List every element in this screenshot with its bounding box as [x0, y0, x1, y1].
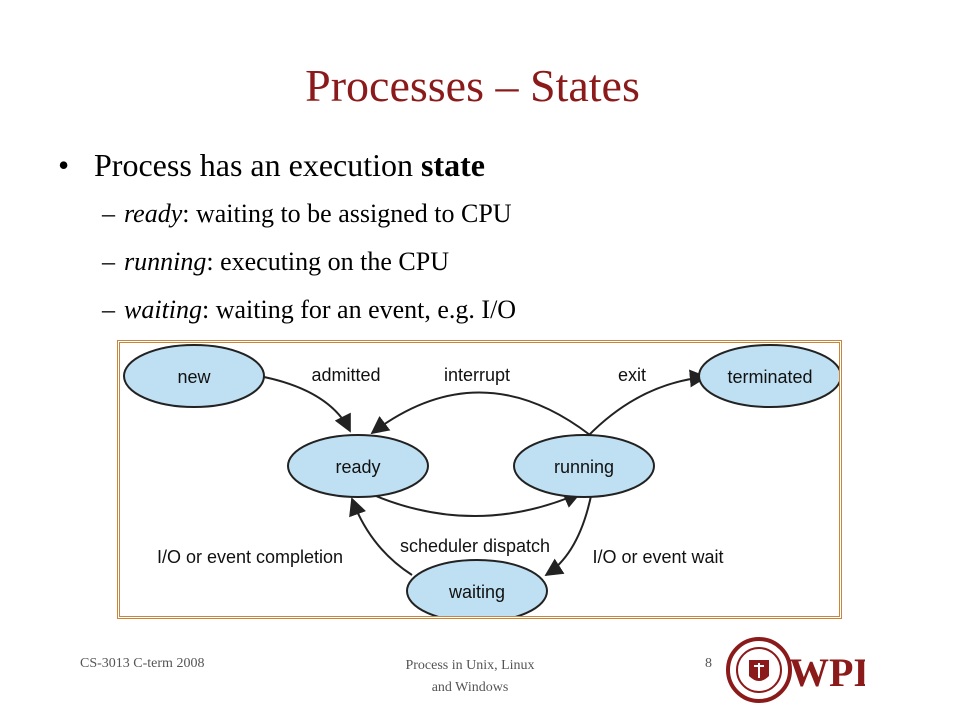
sub-item-term: ready [124, 199, 183, 228]
main-bullet: • Process has an execution state [58, 144, 485, 186]
transition-io-wait-label: I/O or event wait [592, 547, 723, 567]
sub-item-dash: – [102, 295, 115, 324]
footer-topic-line1: Process in Unix, Linux [405, 658, 535, 673]
arrow-exit [587, 369, 708, 437]
sub-item-text: : waiting for an event, e.g. I/O [202, 295, 517, 324]
sub-item-dash: – [102, 247, 115, 276]
sub-item-text: : executing on the CPU [206, 247, 449, 276]
state-running-label: running [554, 457, 614, 477]
state-diagram-canvas: new terminated ready running waiting adm… [123, 344, 839, 616]
sub-item-term: waiting [124, 295, 203, 324]
transition-interrupt-label: interrupt [444, 365, 510, 385]
transition-io-completion-label: I/O or event completion [157, 547, 343, 567]
state-ready [287, 434, 429, 498]
arrow-io-completion [349, 497, 413, 576]
state-ready-label: ready [335, 457, 380, 477]
state-new [123, 344, 265, 408]
wpi-logo-text: WPI [789, 650, 865, 695]
bullet-emphasis: state [421, 147, 485, 183]
state-waiting-label: waiting [448, 582, 505, 602]
transition-exit-label: exit [618, 365, 646, 385]
slide-title: Processes – States [305, 60, 640, 111]
state-terminated [698, 344, 839, 408]
arrow-admitted [263, 376, 351, 433]
sub-item-text: : waiting to be assigned to CPU [182, 199, 512, 228]
sub-item-running: –running: executing on the CPU [102, 245, 449, 279]
sub-item-ready: –ready: waiting to be assigned to CPU [102, 197, 512, 231]
sub-item-dash: – [102, 199, 115, 228]
arrow-interrupt [370, 391, 591, 436]
state-running [513, 434, 655, 498]
transition-admitted-label: admitted [311, 365, 380, 385]
footer-topic-line2: and Windows [431, 680, 509, 695]
transition-scheduler-dispatch-label: scheduler dispatch [400, 536, 550, 556]
state-new-label: new [177, 367, 211, 387]
footer-course: CS-3013 C-term 2008 [80, 656, 205, 671]
bullet-text: Process has an execution [94, 147, 422, 183]
sub-item-term: running [124, 247, 207, 276]
page-number: 8 [705, 656, 712, 671]
footer-topic: Process in Unix, Linux and Windows [380, 655, 560, 699]
sub-item-waiting: –waiting: waiting for an event, e.g. I/O [102, 293, 516, 327]
state-terminated-label: terminated [727, 367, 812, 387]
bullet-marker: • [58, 147, 70, 183]
arrow-io-wait [544, 490, 593, 576]
wpi-logo: WPI [726, 637, 865, 703]
arrow-scheduler-dispatch [359, 488, 582, 517]
state-diagram: new terminated ready running waiting adm… [117, 340, 842, 619]
state-waiting [406, 559, 548, 616]
